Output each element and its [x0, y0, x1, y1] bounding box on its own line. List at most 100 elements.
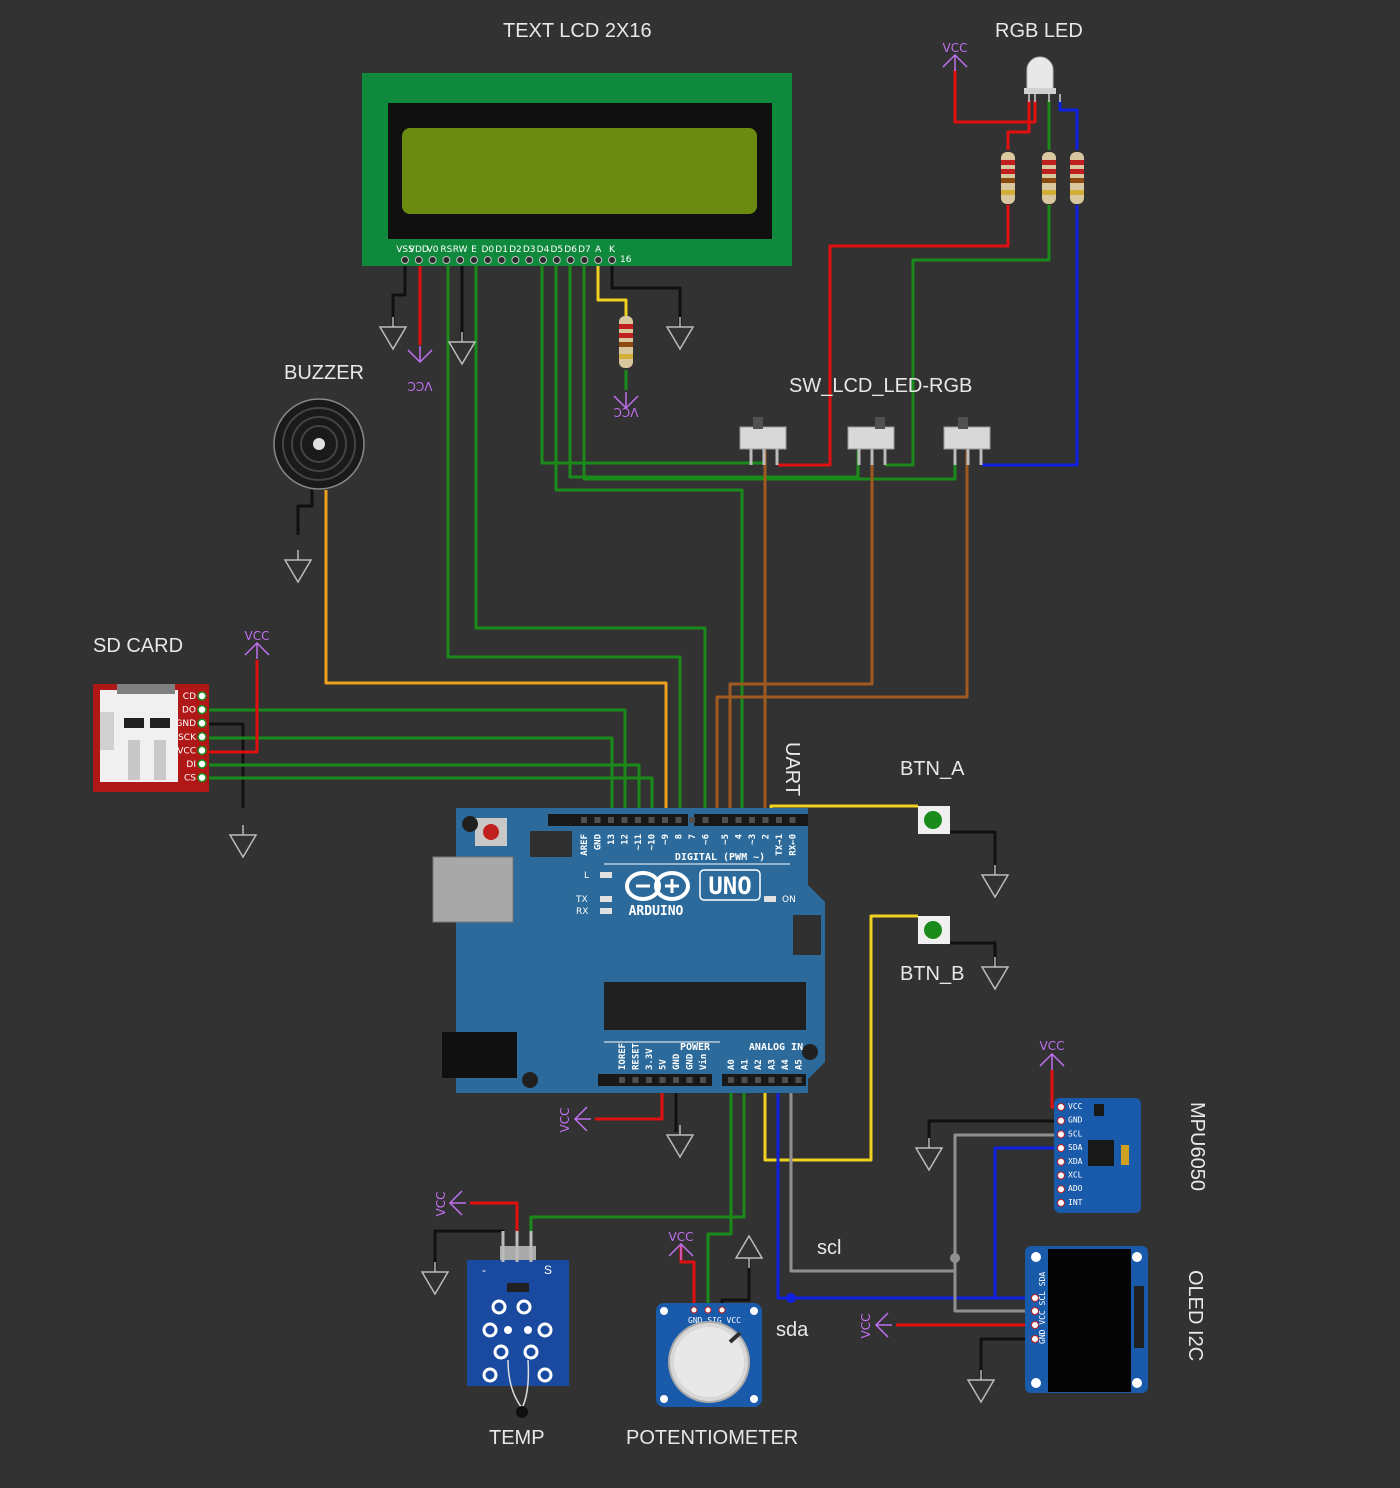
- arduino-analog-pin[interactable]: [795, 1077, 802, 1083]
- arduino-analog-pin[interactable]: [768, 1077, 775, 1083]
- sd-pin[interactable]: [197, 732, 207, 742]
- mpu-pin[interactable]: [1057, 1157, 1065, 1166]
- arduino-digital-pin[interactable]: [581, 817, 587, 823]
- mpu-pin[interactable]: [1057, 1198, 1065, 1207]
- lcd-pin[interactable]: [428, 256, 437, 264]
- mpu-pin-label: SCL: [1068, 1129, 1083, 1138]
- oled-module: GND VCC SCL SDA: [1025, 1246, 1148, 1393]
- rx-label: RX: [576, 907, 588, 917]
- lcd-pin[interactable]: [566, 256, 575, 264]
- wire-sd-do: [204, 708, 627, 815]
- sd-pin[interactable]: [197, 718, 207, 728]
- lcd-pin[interactable]: [414, 256, 423, 264]
- arduino-power-pin[interactable]: [700, 1077, 706, 1083]
- button-b[interactable]: [918, 916, 950, 944]
- digital-label: DIGITAL (PWM ~): [675, 852, 765, 863]
- lcd-pin[interactable]: [552, 256, 561, 264]
- arduino-digital-pin[interactable]: [689, 817, 695, 823]
- sd-pin-label: CS: [184, 774, 196, 784]
- arduino-digital-pin[interactable]: [762, 817, 769, 823]
- lcd-pin[interactable]: [497, 256, 506, 264]
- arduino-digital-pin[interactable]: [608, 817, 614, 823]
- mpu-pin[interactable]: [1057, 1116, 1065, 1125]
- arduino-analog-pin[interactable]: [755, 1077, 761, 1083]
- sd-pin-label: CD: [183, 692, 196, 702]
- reset-button[interactable]: [483, 824, 499, 840]
- sd-pin-label: SCK: [178, 733, 197, 743]
- potentiometer-module[interactable]: GND SIG VCC: [656, 1303, 762, 1407]
- arduino-digital-pin[interactable]: [735, 817, 742, 823]
- lcd-pin[interactable]: [470, 256, 478, 264]
- lcd-pin[interactable]: [442, 256, 451, 264]
- arduino-digital-pin[interactable]: [789, 817, 796, 823]
- l-label: L: [584, 871, 589, 881]
- wire-btn-b: [763, 914, 918, 1162]
- arduino-power-pin-label: RESET: [632, 1042, 642, 1070]
- lcd-pin[interactable]: [511, 256, 520, 264]
- mpu-pin[interactable]: [1057, 1103, 1065, 1111]
- slide-switch-2[interactable]: [847, 417, 895, 465]
- arduino-digital-pin[interactable]: [749, 817, 755, 823]
- sd-pin[interactable]: [197, 759, 207, 769]
- button-a[interactable]: [918, 806, 950, 834]
- arduino-power-pin[interactable]: [686, 1077, 693, 1083]
- arduino-analog-pin-label: A4: [781, 1059, 791, 1070]
- arduino-digital-pin[interactable]: [662, 817, 668, 823]
- arduino-digital-pin-label: 4: [735, 833, 745, 839]
- arduino-analog-pin-label: A3: [768, 1059, 778, 1070]
- arduino-digital-pin[interactable]: [776, 817, 782, 823]
- sd-pin[interactable]: [197, 745, 207, 756]
- wire-rgb-b: [1058, 100, 1079, 150]
- slide-switch-1[interactable]: [739, 417, 787, 465]
- arduino-digital-pin[interactable]: [621, 817, 628, 823]
- arduino-power-pin[interactable]: [619, 1077, 625, 1083]
- lcd-pin[interactable]: [594, 256, 603, 264]
- arduino-power-pin[interactable]: [659, 1077, 666, 1083]
- arduino-digital-pin-label: 2: [762, 834, 772, 839]
- wire-sd-di: [204, 763, 641, 815]
- slide-switch-3[interactable]: [943, 417, 991, 465]
- arduino-power-pin[interactable]: [646, 1077, 652, 1083]
- mpu-pin[interactable]: [1057, 1144, 1065, 1153]
- usb-port: [433, 857, 513, 922]
- lcd-pin[interactable]: [525, 256, 534, 264]
- arduino-digital-pin[interactable]: [635, 817, 641, 823]
- lcd-pin-label: VSS: [396, 245, 414, 255]
- lcd-pin[interactable]: [580, 256, 589, 264]
- oled-pin-dots: [1031, 1294, 1039, 1343]
- sd-pin[interactable]: [197, 691, 207, 701]
- arduino-digital-pin[interactable]: [594, 817, 601, 823]
- arduino-digital-pin-label: ~6: [702, 834, 712, 845]
- mpu-pin[interactable]: [1057, 1185, 1065, 1194]
- lcd-pin[interactable]: [608, 256, 616, 264]
- svg-text:VCC: VCC: [943, 41, 968, 55]
- temp-s-mark: S: [544, 1263, 552, 1277]
- arduino-analog-pin-label: A5: [795, 1059, 805, 1070]
- lcd-pin[interactable]: [483, 256, 492, 264]
- arduino-analog-pin[interactable]: [741, 1077, 748, 1083]
- sd-pin[interactable]: [197, 704, 207, 715]
- sd-pin[interactable]: [197, 772, 207, 783]
- arduino-analog-pin[interactable]: [728, 1077, 734, 1083]
- mpu-pin[interactable]: [1057, 1171, 1065, 1180]
- thermistor-icon: [516, 1406, 528, 1418]
- arduino-digital-pin[interactable]: [702, 817, 709, 823]
- arduino-power-pin-label: GND: [672, 1053, 682, 1070]
- wire-lcd-d4: [540, 260, 767, 465]
- arduino-digital-pin[interactable]: [648, 817, 655, 823]
- arduino-digital-pin-label: AREF: [580, 834, 590, 856]
- lcd-pin[interactable]: [401, 256, 409, 264]
- arduino-digital-pin[interactable]: [722, 817, 728, 823]
- arduino-digital-pin[interactable]: [675, 817, 682, 823]
- arduino-power-pin-label: GND: [686, 1053, 696, 1070]
- mpu-pin[interactable]: [1057, 1130, 1065, 1139]
- label-temp: TEMP: [489, 1427, 545, 1449]
- label-buzzer: BUZZER: [284, 362, 364, 384]
- lcd-pin[interactable]: [456, 256, 465, 264]
- arduino-power-pin[interactable]: [632, 1077, 639, 1083]
- sda-junction: [786, 1293, 796, 1303]
- arduino-analog-pin[interactable]: [782, 1077, 788, 1083]
- lcd-pin[interactable]: [539, 256, 547, 264]
- arduino-power-pin[interactable]: [673, 1077, 679, 1083]
